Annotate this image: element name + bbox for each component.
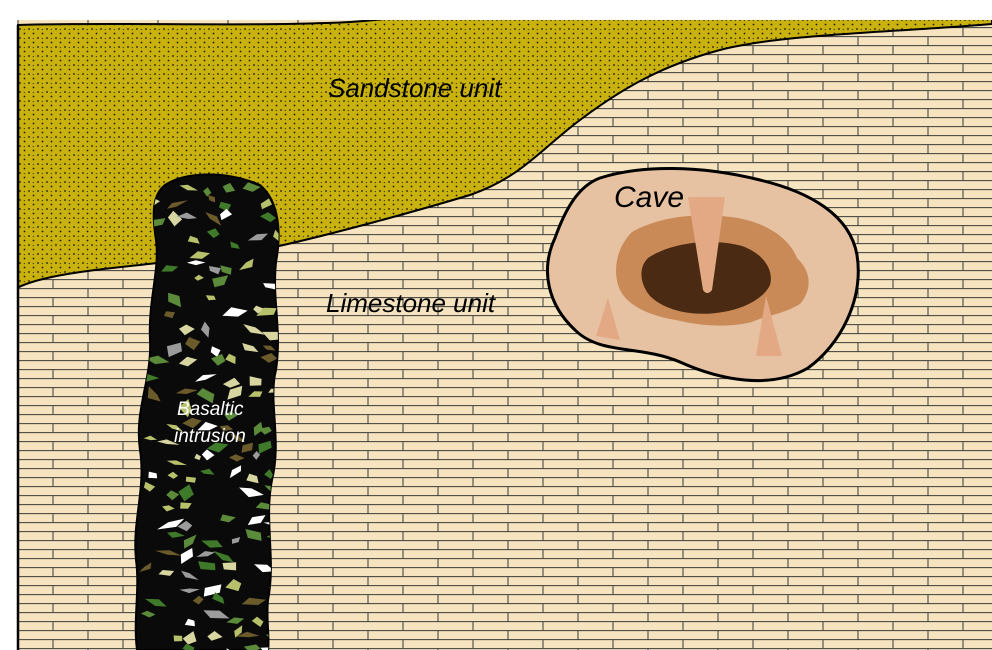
- limestone-unit-label: Limestone unit: [326, 288, 497, 318]
- sandstone-unit-label: Sandstone unit: [328, 73, 503, 103]
- basaltic-label-line2: intrusion: [174, 426, 246, 447]
- basalt-clast: [223, 562, 237, 570]
- cave-label: Cave: [614, 181, 684, 214]
- basalt-clast: [174, 635, 183, 641]
- basaltic-label-line1: Basaltic: [177, 399, 244, 420]
